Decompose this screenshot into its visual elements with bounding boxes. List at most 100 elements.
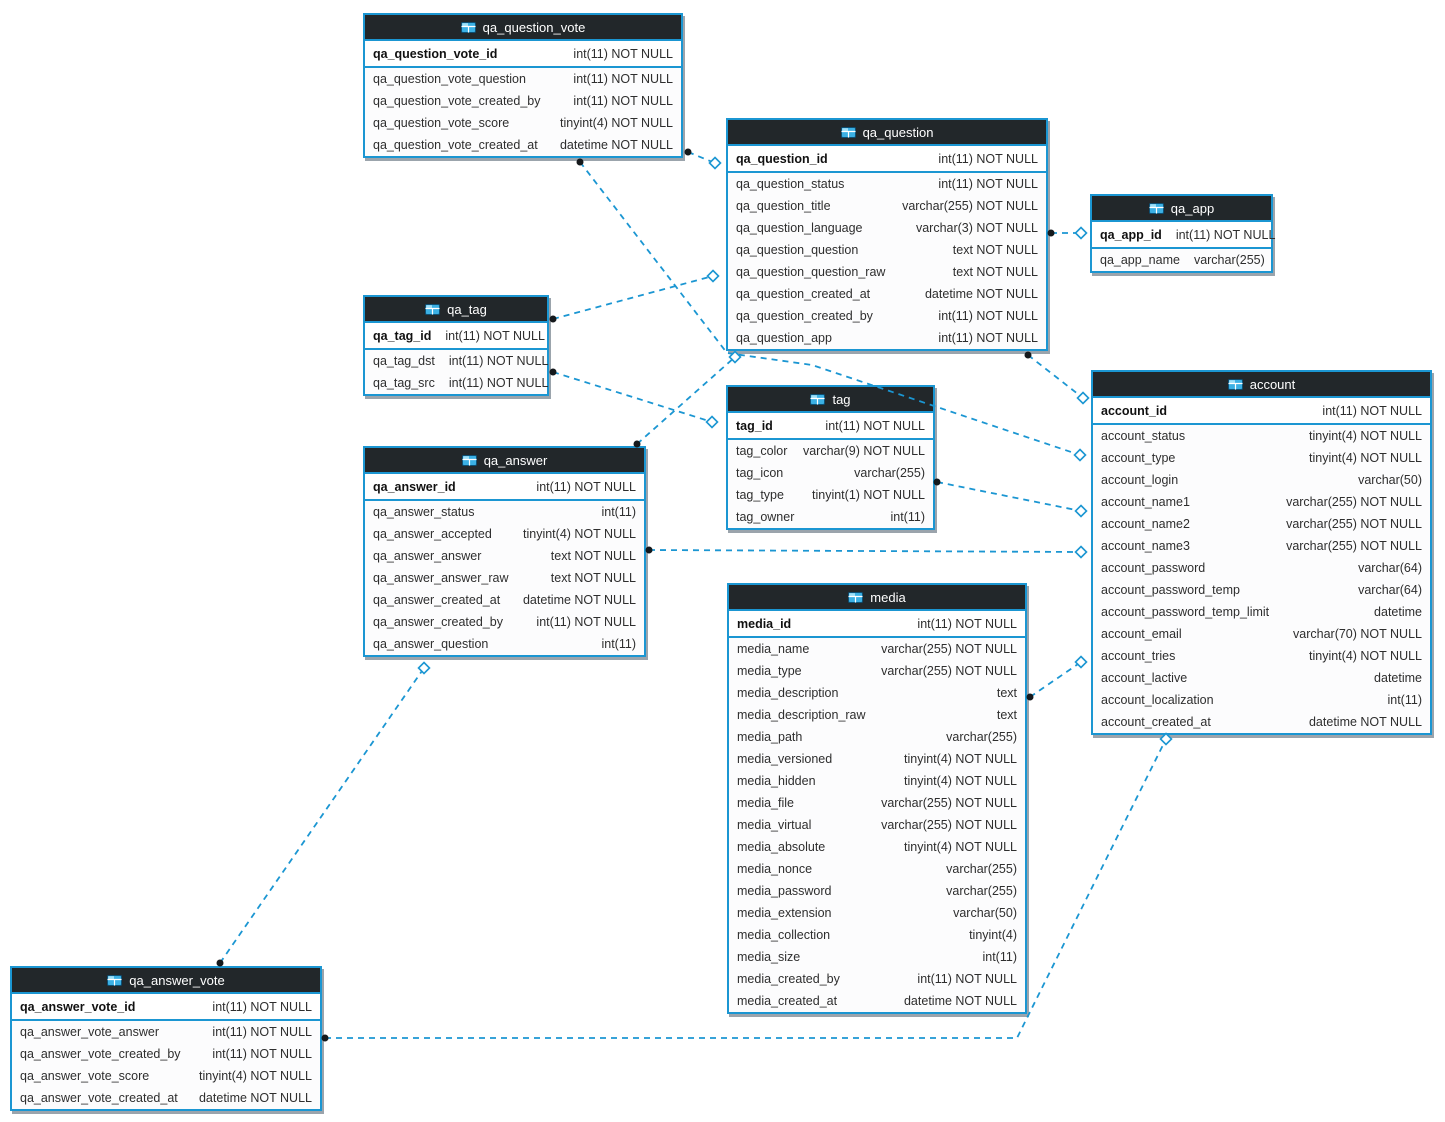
column-type: varchar(255): [946, 884, 1017, 898]
table-header[interactable]: qa_question_vote: [365, 15, 681, 41]
column-name: qa_question_language: [736, 221, 863, 235]
column-type: int(11) NOT NULL: [573, 46, 673, 61]
column-type: tinyint(4) NOT NULL: [1309, 451, 1422, 465]
table-header[interactable]: qa_answer_vote: [12, 968, 320, 994]
table-header[interactable]: tag: [728, 387, 933, 413]
table-header[interactable]: qa_tag: [365, 297, 547, 323]
column-name: qa_answer_vote_id: [20, 999, 136, 1014]
column-name: qa_answer_vote_answer: [20, 1025, 159, 1039]
table-header[interactable]: qa_app: [1092, 196, 1271, 222]
table-header[interactable]: account: [1093, 372, 1430, 398]
column-name: media_virtual: [737, 818, 812, 832]
column-name: account_created_at: [1101, 715, 1211, 729]
column-type: varchar(70) NOT NULL: [1293, 627, 1422, 641]
column-type: tinyint(4) NOT NULL: [199, 1069, 312, 1083]
table-header[interactable]: qa_answer: [365, 448, 644, 474]
table-header[interactable]: media: [729, 585, 1025, 611]
column-name: media_nonce: [737, 862, 813, 876]
table-header[interactable]: qa_question: [728, 120, 1046, 146]
